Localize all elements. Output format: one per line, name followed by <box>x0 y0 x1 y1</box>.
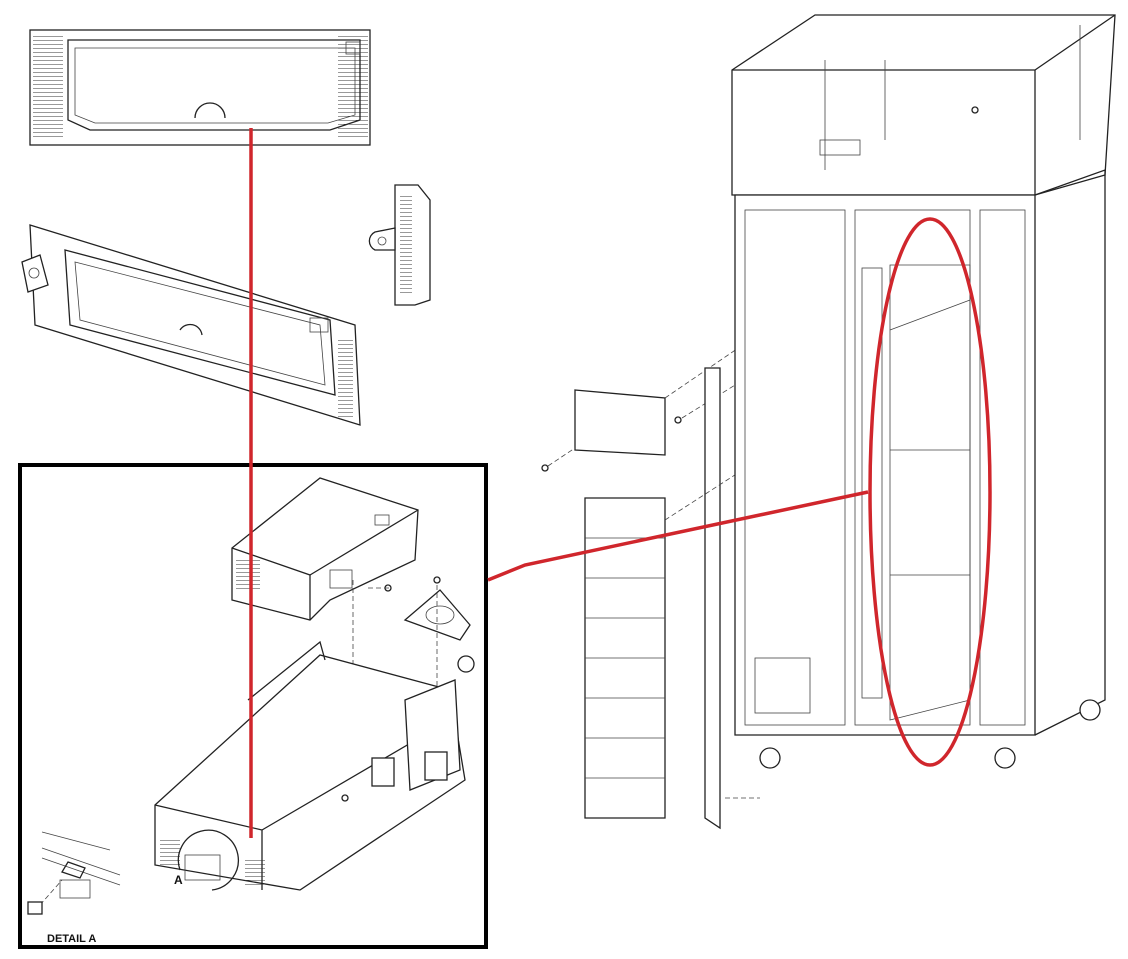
rack-cabinet <box>731 14 1116 769</box>
power-supply-module <box>231 477 419 621</box>
front-bezel-perspective-view <box>21 224 361 426</box>
screws-and-bracket <box>352 576 475 740</box>
highlight-annotations <box>249 128 992 838</box>
filler-panels <box>584 329 961 830</box>
front-bezel-front-view <box>29 29 371 146</box>
rack-location-highlight-ellipse <box>868 217 992 767</box>
detail-frame <box>18 463 488 949</box>
drive-to-rack-connector-line <box>487 490 869 582</box>
latch-section-view <box>368 184 431 306</box>
detail-a-view: DETAIL A <box>27 831 121 945</box>
detail-a-label: DETAIL A <box>47 933 96 945</box>
drive-sled: A <box>154 640 466 891</box>
callout-letter-a: A <box>174 873 183 887</box>
